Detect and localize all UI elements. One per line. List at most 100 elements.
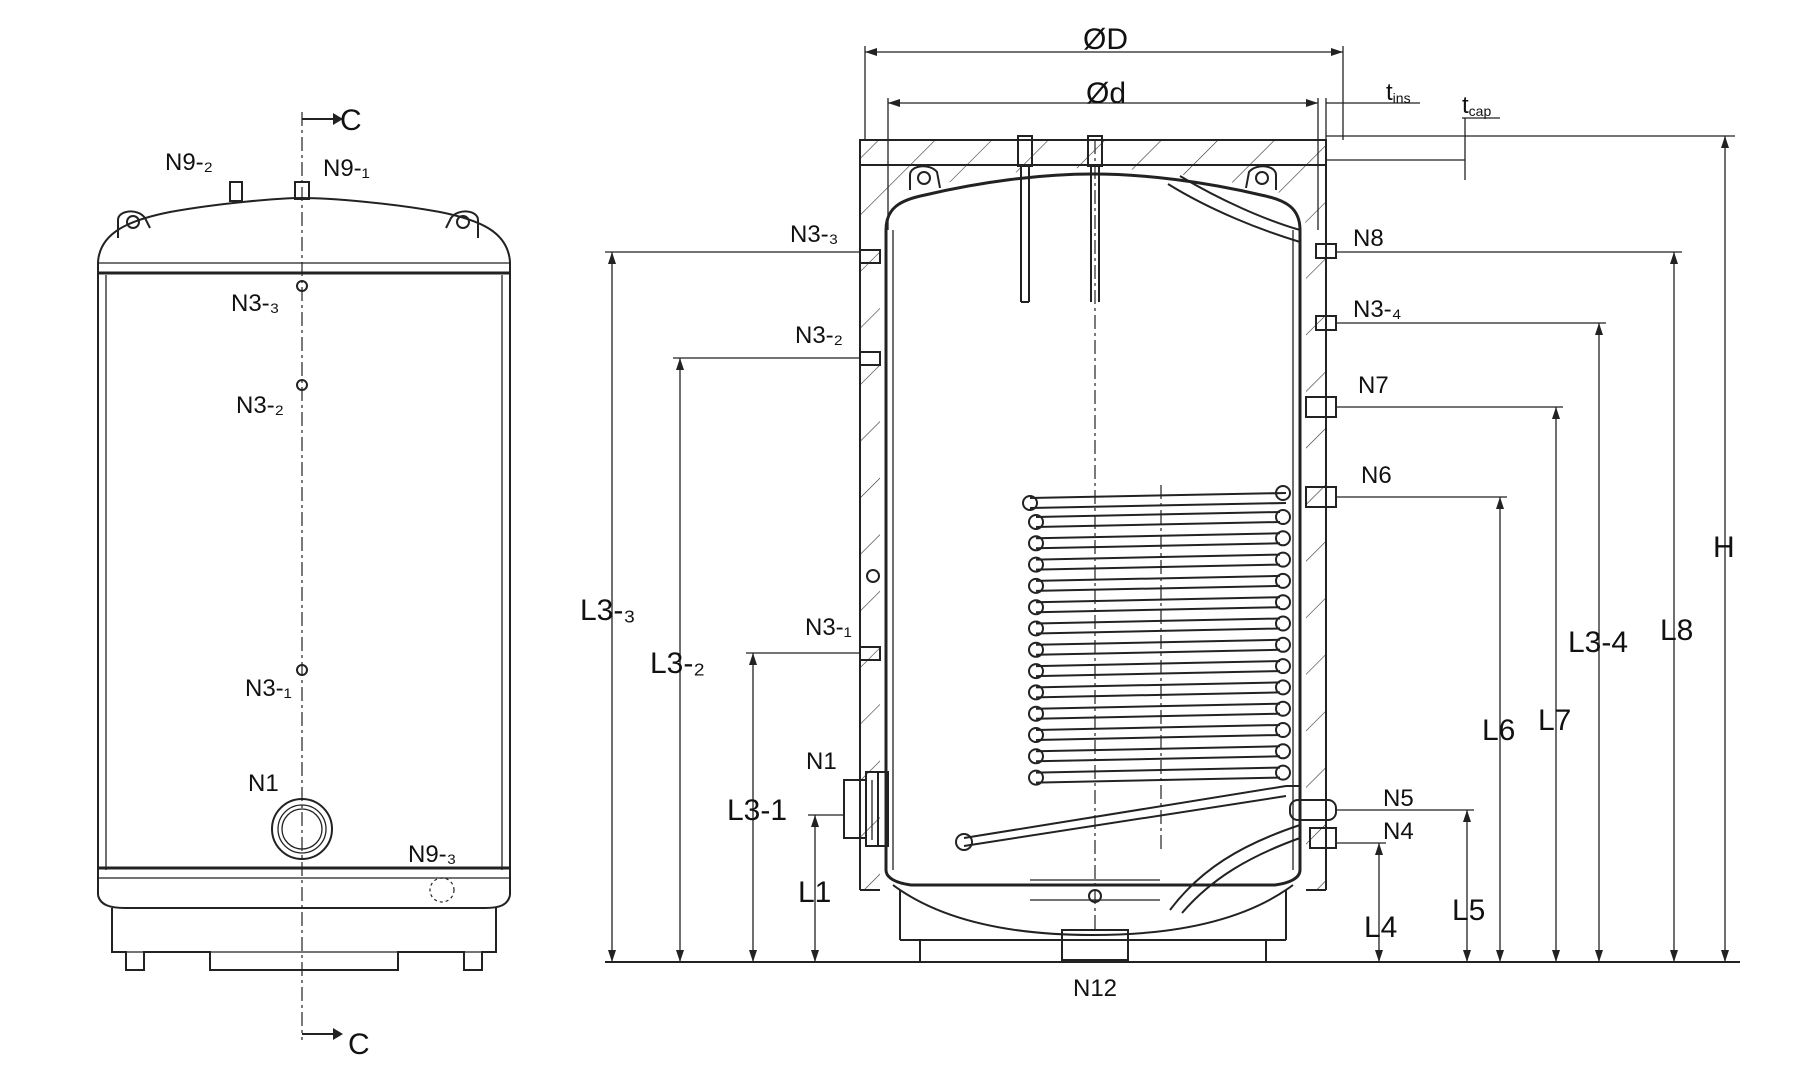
- diameter-dims: [864, 46, 1420, 230]
- dim-outer-diameter: ØD: [1083, 23, 1128, 56]
- dim-L1: L1: [798, 876, 831, 909]
- label-n7: N7: [1358, 372, 1389, 399]
- tank-top-head: [97, 196, 511, 263]
- dim-inner-diameter: Ød: [1086, 77, 1126, 110]
- coil-turn-right: [1275, 679, 1291, 696]
- coil-turn-left: [1028, 577, 1044, 594]
- coil-return: [963, 785, 1287, 839]
- left-dims: [605, 251, 860, 962]
- coil-turn-right: [1275, 658, 1291, 675]
- coil-tube: [1035, 584, 1281, 592]
- coil-tube: [1035, 734, 1281, 741]
- coil-turn-left: [1028, 620, 1044, 637]
- coil-turn-right: [1275, 700, 1291, 717]
- n8-nozzle: [1315, 243, 1337, 259]
- label-n1: N1: [248, 770, 279, 797]
- label-n3-2: N3-₂: [236, 392, 284, 419]
- dim-t-ins: tins: [1386, 79, 1411, 106]
- side-view: C C N9-₂ N9-₁ N3-₃ N3-₂ N3-₁ N1 N9-₃: [97, 104, 511, 1061]
- dim-L6: L6: [1482, 714, 1515, 747]
- coil-turn-right: [1275, 572, 1291, 589]
- bottom-head: [892, 884, 1294, 937]
- coil-turn-left: [1028, 514, 1044, 530]
- n12-drain: [1061, 929, 1129, 961]
- label-n5: N5: [1383, 785, 1414, 812]
- coil-turn-left: [1028, 769, 1044, 786]
- dim-L5: L5: [1452, 894, 1485, 927]
- label-n12: N12: [1073, 975, 1117, 1002]
- coil-turn-left: [1028, 641, 1044, 658]
- section-view: ØD Ød tins tcap: [580, 23, 1740, 1002]
- right-dims: [1336, 135, 1735, 962]
- inner-tank: [884, 172, 1302, 887]
- n8-inner-pipe: [1167, 183, 1301, 243]
- coil-tube: [1035, 627, 1281, 635]
- coil-tube: [1035, 617, 1281, 625]
- coil-tube: [1035, 766, 1281, 774]
- coil-tube: [1035, 724, 1281, 731]
- top-dip-tubes: [1017, 135, 1103, 303]
- coil-turn-right: [1275, 530, 1291, 547]
- label-n8: N8: [1353, 225, 1384, 252]
- coil-tube: [1035, 511, 1281, 518]
- section-c-top: C: [340, 104, 362, 137]
- coil-tube: [1035, 776, 1281, 784]
- lifting-lug-left: [117, 210, 151, 238]
- section-c-bottom: C: [348, 1028, 370, 1061]
- coil-turn-right: [1275, 722, 1291, 738]
- coil-turn-left: [1028, 663, 1044, 680]
- coil-tube: [1035, 681, 1281, 689]
- sight-port: [866, 569, 880, 583]
- heating-coil-loops: [1028, 509, 1291, 786]
- label-n3-1: N3-₁: [245, 675, 292, 702]
- coil-turn-left: [1028, 556, 1044, 573]
- section-base: [899, 879, 1287, 962]
- label-n3-1: N3-₁: [805, 614, 852, 641]
- label-n6: N6: [1361, 462, 1392, 489]
- coil-turn-right: [1275, 509, 1291, 525]
- coil-tube: [1035, 660, 1281, 668]
- coil-turn-left: [1028, 684, 1044, 701]
- dim-L3-4: L3-4: [1568, 626, 1628, 659]
- n1-flange: [843, 771, 889, 847]
- n3-3-nozzle: [859, 249, 881, 264]
- coil-turn-right: [1275, 764, 1291, 781]
- coil-turn-right: [1275, 615, 1291, 632]
- coil-turn-left: [1028, 748, 1044, 765]
- coil-tube: [1035, 648, 1281, 656]
- dim-H: H: [1713, 531, 1735, 564]
- label-n3-3: N3-₃: [231, 290, 279, 317]
- label-n1: N1: [806, 748, 837, 775]
- coil-tube: [1035, 691, 1281, 699]
- n4-nozzle: [1309, 827, 1337, 849]
- coil-tube: [1035, 553, 1281, 561]
- coil-tube: [1035, 755, 1281, 763]
- coil-tube: [1035, 574, 1281, 582]
- lifting-lug-right: [445, 210, 479, 238]
- dim-L8: L8: [1660, 614, 1693, 647]
- dim-L4: L4: [1364, 911, 1397, 944]
- label-n9-3: N9-₃: [408, 841, 456, 868]
- coil-tube: [1035, 670, 1281, 678]
- label-n3-3: N3-₃: [790, 221, 838, 248]
- coil-turn-left: [1028, 705, 1044, 722]
- n4-inner-pipe: [1169, 824, 1301, 911]
- coil-tube: [1035, 532, 1281, 540]
- dim-L3-3: L3-₃: [580, 594, 636, 627]
- tank-base: [111, 908, 497, 971]
- label-n9-1: N9-₁: [323, 155, 370, 182]
- coil-tube: [1035, 745, 1281, 753]
- coil-tube: [1035, 712, 1281, 720]
- dim-t-cap: tcap: [1462, 92, 1491, 119]
- coil-turn-left: [1028, 727, 1044, 743]
- coil-tube: [1035, 606, 1281, 614]
- coil-tube: [1035, 563, 1281, 571]
- coil-turn-left: [1028, 535, 1044, 552]
- dim-L7: L7: [1538, 704, 1571, 737]
- label-n4: N4: [1383, 818, 1414, 845]
- coil-turn-right: [1275, 551, 1291, 568]
- coil-tube: [1035, 596, 1281, 604]
- heating-coil: [1022, 485, 1291, 511]
- dim-L3-1: L3-1: [727, 794, 787, 827]
